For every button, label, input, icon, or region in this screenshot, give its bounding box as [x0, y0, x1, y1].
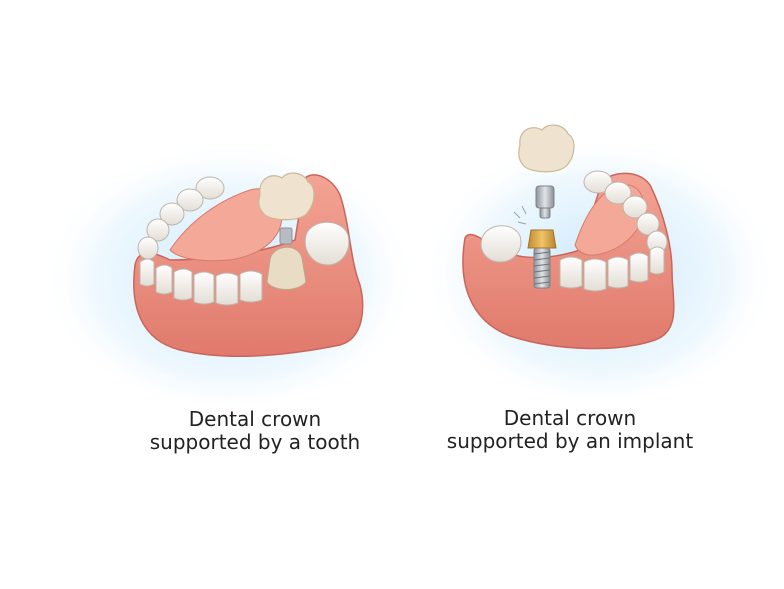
caption-tooth-supported: Dental crown supported by a tooth [100, 408, 410, 454]
back-teeth-row [137, 176, 225, 260]
caption-line-2: supported by an implant [446, 429, 694, 453]
lower-jaw-tooth-diagram [40, 125, 420, 405]
caption-line-1: Dental crown [503, 406, 637, 430]
front-teeth-row [139, 258, 263, 306]
sparkle-marks [513, 205, 527, 225]
tooth-supported-crown-illustration [20, 100, 420, 405]
post [279, 227, 293, 245]
implant-screw [533, 247, 551, 289]
caption-implant-supported: Dental crown supported by an implant [420, 407, 720, 453]
front-teeth-row [559, 246, 665, 292]
metal-abutment [535, 185, 555, 219]
lower-jaw-implant-diagram [420, 120, 780, 400]
gold-abutment [527, 229, 557, 249]
dental-crown [518, 124, 575, 173]
molar-tooth [304, 221, 350, 266]
caption-line-1: Dental crown [188, 407, 322, 431]
implant-supported-crown-illustration [410, 90, 780, 400]
dental-crown [258, 172, 315, 221]
molar-tooth [480, 225, 522, 263]
caption-line-2: supported by a tooth [149, 430, 361, 454]
prepared-tooth [266, 246, 307, 290]
back-teeth-row [583, 170, 668, 254]
